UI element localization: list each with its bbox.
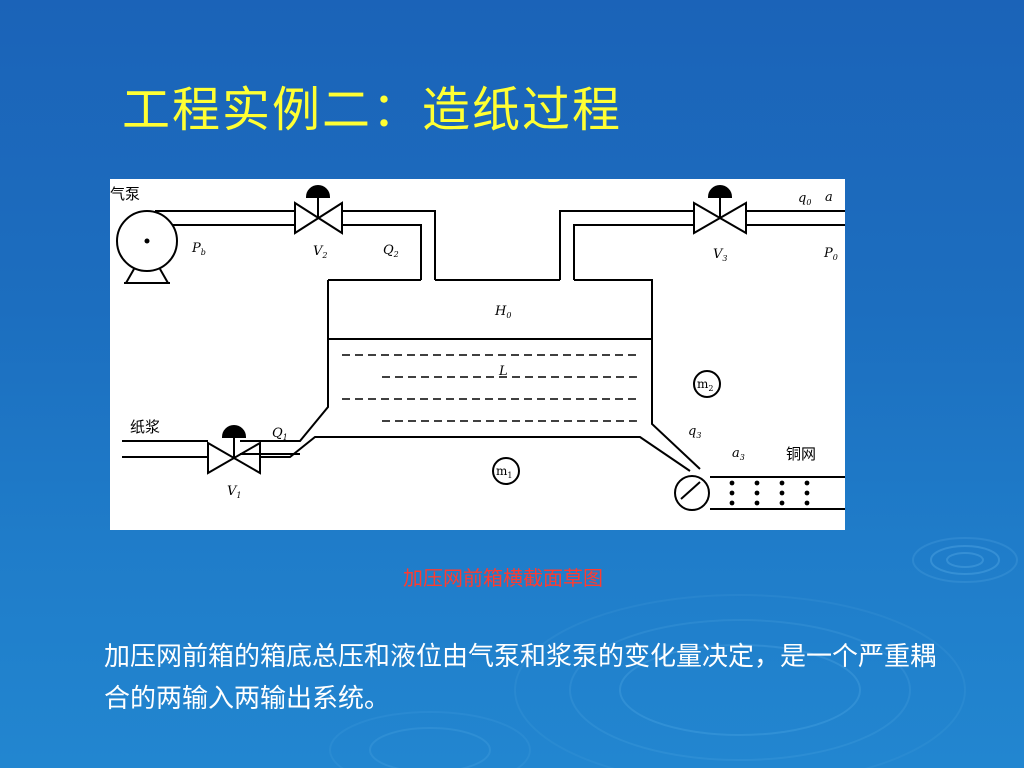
pb-label: Pb	[191, 241, 206, 257]
h0-label: H0	[494, 304, 511, 320]
slide-title: 工程实例二：造纸过程	[122, 82, 623, 138]
pulp-label: 纸浆	[130, 418, 160, 436]
copper-mesh-label: 铜网	[786, 445, 816, 463]
a3-label: a3	[732, 446, 745, 462]
valve-v2-icon	[294, 201, 343, 235]
air-pump-label: 气泵	[110, 185, 140, 203]
m2-label: m2	[697, 377, 713, 393]
headbox-diagram: 气泵 纸浆 铜网 Pb V2 Q2 V3 q0 a P0 H0 L Q1 V1 …	[110, 179, 845, 530]
diagram-caption: 加压网前箱横截面草图	[403, 566, 603, 590]
m1-label: m1	[496, 464, 512, 480]
m1-marker	[492, 457, 520, 485]
v1-label: V1	[227, 484, 241, 500]
air-pump-icon	[116, 210, 178, 272]
valve-v1-icon	[207, 441, 261, 475]
l-label: L	[498, 364, 508, 379]
p0-label: P0	[823, 246, 838, 262]
copper-roll-icon	[674, 475, 710, 511]
v3-label: V3	[713, 247, 727, 263]
slide-body-text: 加压网前箱的箱底总压和液位由气泵和浆泵的变化量决定，是一个严重耦合的两输入两输出…	[104, 642, 937, 714]
q2-label: Q2	[383, 243, 399, 259]
q3-label: q3	[688, 424, 701, 440]
v2-label: V2	[313, 244, 327, 260]
a-label: a	[825, 190, 833, 205]
q1-label: Q1	[272, 426, 288, 442]
valve-v3-icon	[693, 201, 747, 235]
m2-marker	[693, 370, 721, 398]
q0-label: q0	[798, 191, 811, 207]
headbox-schematic: 气泵 纸浆 铜网 Pb V2 Q2 V3 q0 a P0 H0 L Q1 V1 …	[110, 185, 845, 511]
